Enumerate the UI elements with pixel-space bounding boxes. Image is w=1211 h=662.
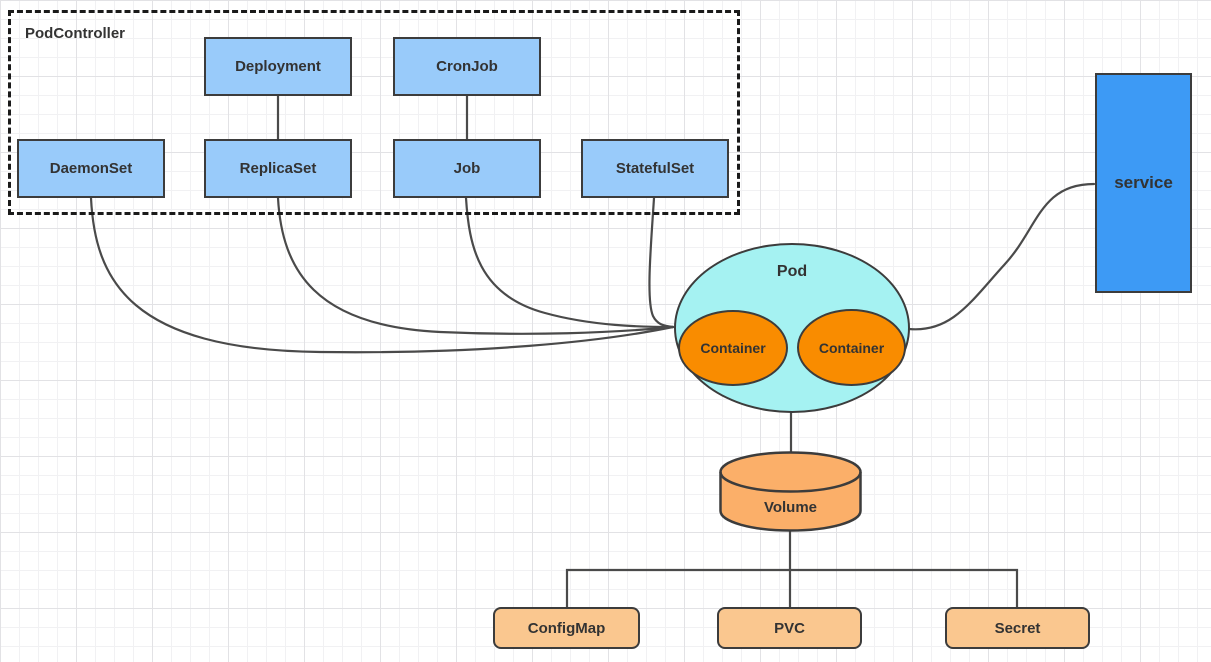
node-daemonset-label: DaemonSet: [49, 160, 133, 177]
node-configmap: ConfigMap: [493, 607, 640, 649]
edge-replicaset-pod: [276, 196, 675, 335]
node-job: Job: [393, 139, 541, 198]
node-configmap-label: ConfigMap: [527, 619, 606, 637]
edge-statefulset-pod: [648, 196, 675, 329]
node-pod-label: Pod: [776, 263, 808, 280]
volume-cylinder-shape: [719, 451, 862, 532]
node-container-1: Container: [678, 310, 788, 386]
node-replicaset: ReplicaSet: [204, 139, 352, 198]
node-daemonset: DaemonSet: [17, 139, 165, 198]
edge-job-pod: [464, 196, 675, 329]
node-volume: Volume: [719, 451, 862, 532]
edge-daemonset-pod: [89, 196, 675, 354]
node-secret: Secret: [945, 607, 1090, 649]
node-pvc: PVC: [717, 607, 862, 649]
node-secret-label: Secret: [994, 619, 1041, 637]
node-pvc-label: PVC: [774, 619, 805, 637]
pod-controller-group: PodController: [8, 10, 740, 215]
node-volume-label: Volume: [763, 499, 818, 516]
node-deployment-label: Deployment: [235, 58, 321, 75]
node-statefulset: StatefulSet: [581, 139, 729, 198]
node-cronjob-label: CronJob: [436, 58, 498, 75]
pod-controller-label: PodController: [25, 25, 125, 42]
node-cronjob: CronJob: [393, 37, 541, 96]
node-statefulset-label: StatefulSet: [615, 160, 695, 177]
node-service-label: service: [1114, 173, 1173, 192]
node-container-2: Container: [797, 309, 906, 386]
node-service: service: [1095, 73, 1192, 293]
node-container-1-label: Container: [700, 340, 766, 356]
edge-pod-service: [907, 182, 1096, 331]
edge-volume-configmap-secret: [565, 568, 1019, 609]
node-container-2-label: Container: [818, 339, 885, 356]
node-job-label: Job: [453, 160, 481, 177]
node-replicaset-label: ReplicaSet: [239, 160, 317, 177]
node-deployment: Deployment: [204, 37, 352, 96]
